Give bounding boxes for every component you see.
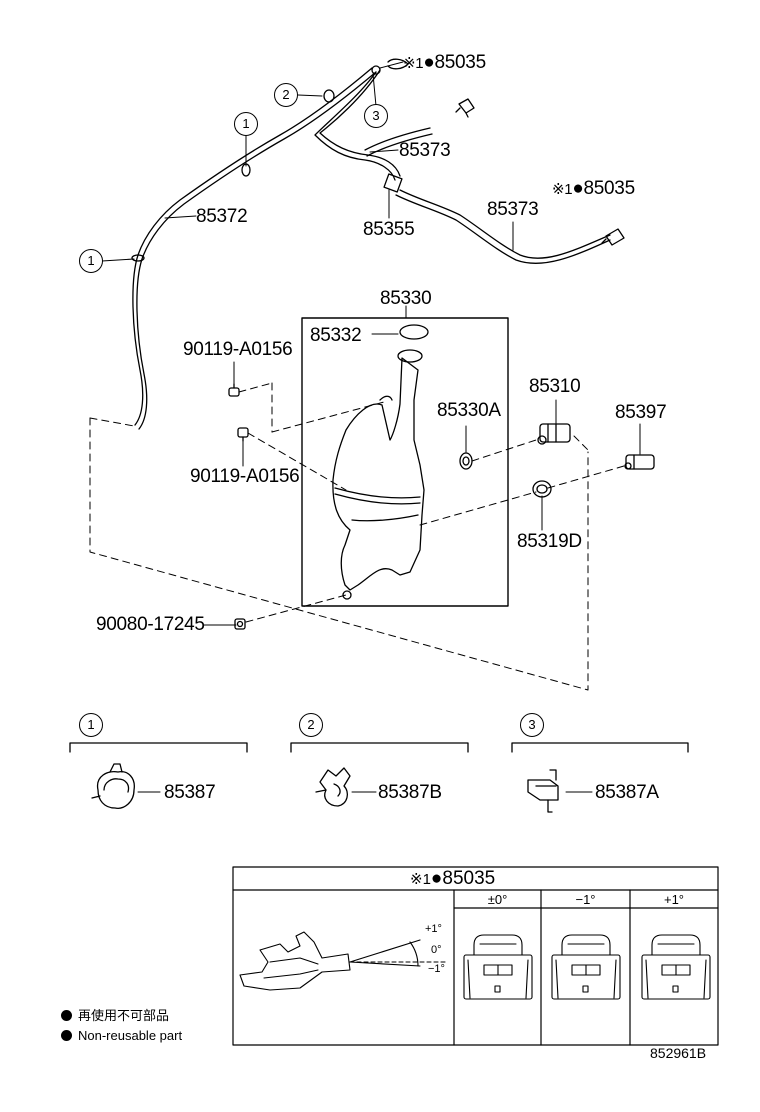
- part-label-90080: 90080-17245: [96, 614, 205, 635]
- part-label-85387A: 85387A: [595, 782, 659, 803]
- tank-cap-85332: [399, 324, 429, 340]
- hose-clamp-2: [323, 89, 335, 103]
- inset-col-plus1: +1°: [663, 892, 685, 907]
- non-reusable-dot-icon: [61, 1030, 72, 1041]
- washer-tank-85330: [332, 324, 429, 600]
- nozzle-angle-inset: [232, 866, 719, 1046]
- section-brackets: [69, 742, 689, 753]
- grommet-85319D: [532, 480, 552, 498]
- hose-85373-lower: [395, 189, 611, 264]
- angle-label-0: 0°: [431, 944, 442, 956]
- part-label-85332: 85332: [310, 325, 362, 346]
- nozzle-front-view-0: [463, 934, 533, 1000]
- hose-85373-upper: [314, 69, 433, 181]
- nozzle-front-view-plus1: [641, 934, 711, 1000]
- nozzle-85035-top: [455, 98, 475, 118]
- angle-label-minus1: −1°: [428, 963, 445, 975]
- part-label-85319D: 85319D: [517, 531, 582, 552]
- part-label-90119-b: 90119-A0156: [190, 466, 300, 487]
- clip-85387: [91, 763, 135, 809]
- diagram-number: 852961B: [650, 1045, 707, 1061]
- section-callout-3: 3: [520, 713, 544, 737]
- inset-title: ※1●85035: [410, 868, 496, 889]
- part-label-85355: 85355: [363, 219, 415, 240]
- hose-clamp-3: [371, 65, 381, 75]
- part-label-85387: 85387: [164, 782, 216, 803]
- leader-lines: [101, 61, 641, 793]
- part-label-85397: 85397: [615, 402, 667, 423]
- legend-en: Non-reusable part: [61, 1029, 182, 1043]
- part-label-85373-b: 85373: [487, 199, 539, 220]
- non-reusable-dot-icon: [61, 1010, 72, 1021]
- inset-col-0: ±0°: [487, 892, 508, 907]
- part-label-85373-a: 85373: [399, 140, 451, 161]
- callout-1-left: 1: [79, 249, 103, 273]
- part-label-85330: 85330: [380, 288, 432, 309]
- hose-clamp-left: [131, 254, 145, 262]
- part-label-85035-right: ※1●85035: [552, 178, 635, 199]
- section-callout-2: 2: [299, 713, 323, 737]
- callout-3: 3: [364, 104, 388, 128]
- nozzle-85035-right: [601, 228, 625, 246]
- nut-90080: [234, 618, 246, 630]
- nozzle-side-view: [239, 931, 447, 991]
- angle-label-plus1: +1°: [425, 923, 442, 935]
- bolt-90119-b: [237, 427, 249, 442]
- washer-pump-85310: [537, 423, 571, 445]
- bolt-90119-a: [228, 383, 240, 397]
- part-label-85310: 85310: [529, 376, 581, 397]
- legend-jp: 再使用不可部品: [61, 1009, 169, 1023]
- reservoir-group-box: [301, 317, 509, 607]
- part-label-90119-a: 90119-A0156: [183, 339, 293, 360]
- clip-85387A: [527, 769, 559, 813]
- section-callout-1: 1: [79, 713, 103, 737]
- callout-2: 2: [274, 83, 298, 107]
- assembly-dashed-lines: [89, 382, 625, 691]
- callout-1-top: 1: [234, 112, 258, 136]
- part-label-85387B: 85387B: [378, 782, 442, 803]
- hose-joint-85355: [383, 173, 403, 193]
- part-label-85035-top: ※1●85035: [403, 52, 486, 73]
- hose-85372: [132, 67, 377, 430]
- clip-85387B: [315, 767, 351, 807]
- grommet-85330A: [459, 452, 473, 470]
- level-sensor-85397: [624, 454, 655, 470]
- nozzle-front-view-minus1: [551, 934, 621, 1000]
- inset-col-minus1: −1°: [575, 892, 596, 907]
- part-label-85372: 85372: [196, 206, 248, 227]
- part-label-85330A: 85330A: [437, 400, 501, 421]
- nozzle-hose-end: [387, 58, 409, 70]
